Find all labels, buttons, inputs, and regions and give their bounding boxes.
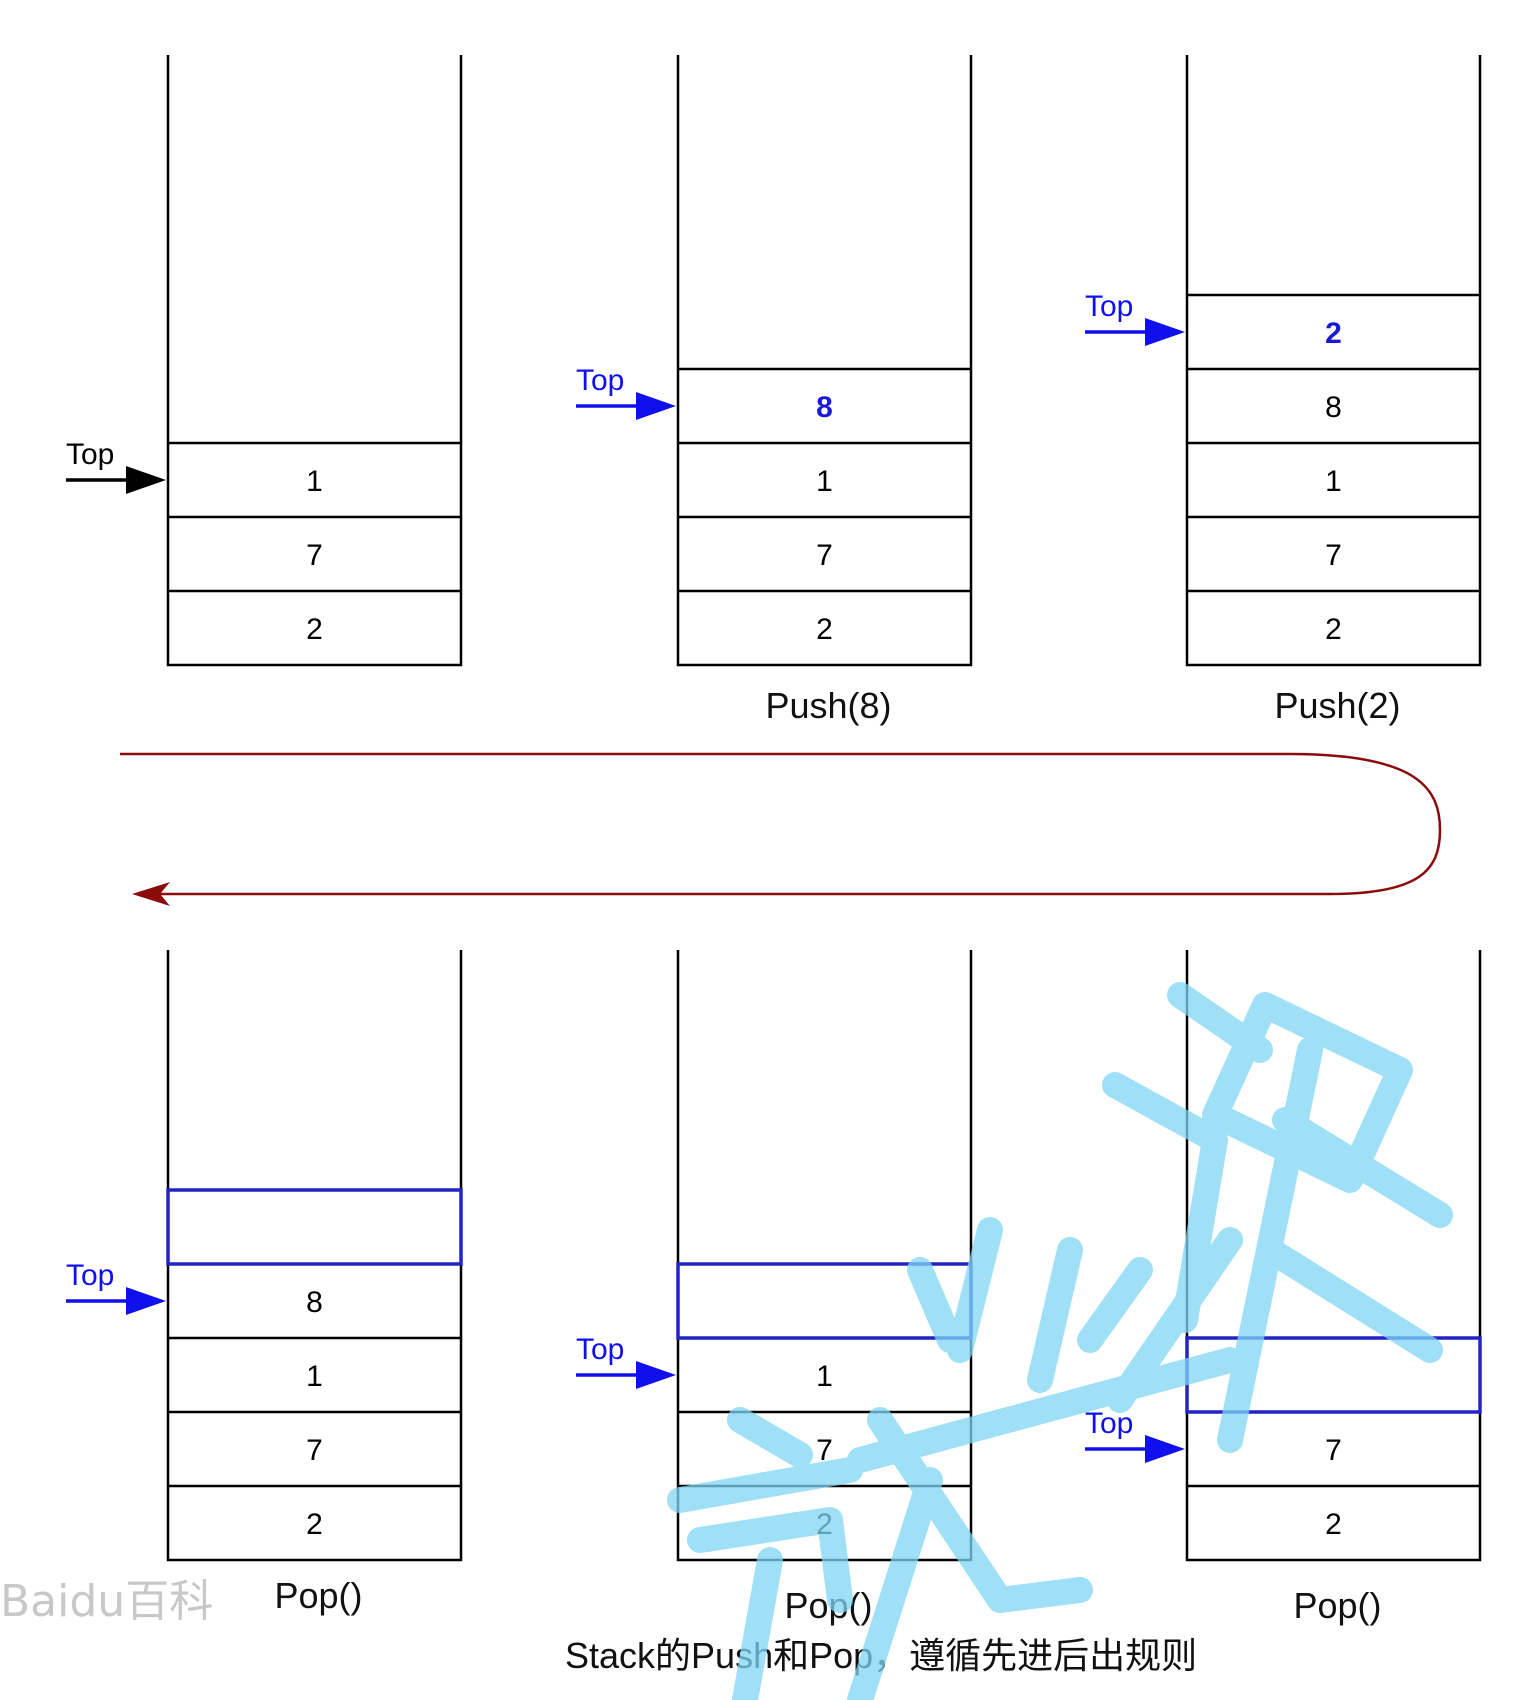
stack-cell-value: 1	[1325, 465, 1342, 498]
stack-container	[166, 950, 463, 1562]
flow-arrowhead	[132, 882, 170, 906]
top-pointer: Top	[576, 1333, 676, 1389]
operation-label: Pop()	[1293, 1585, 1381, 1626]
stack-cell-value: 7	[1325, 539, 1342, 572]
top-pointer-label: Top	[66, 438, 114, 471]
top-pointer-arrowhead-icon	[1145, 1435, 1185, 1463]
top-pointer: Top	[1085, 1407, 1185, 1463]
stack-cell-value: 8	[816, 391, 833, 424]
top-pointer: Top	[66, 1259, 166, 1315]
stack-initial: 1 7 2 Top	[66, 55, 463, 667]
stack-cell-value: 7	[1325, 1434, 1342, 1467]
stack-cell-value: 7	[306, 539, 323, 572]
top-pointer-label: Top	[1085, 1407, 1133, 1440]
top-pointer-arrowhead-icon	[636, 392, 676, 420]
stack-cell-value: 1	[306, 465, 323, 498]
stack-container	[1185, 55, 1482, 667]
baidu-watermark: Baidu百科	[0, 1576, 213, 1627]
stack-cell-value: 1	[816, 465, 833, 498]
stack-cell-value: 2	[816, 613, 833, 646]
top-pointer-label: Top	[66, 1259, 114, 1292]
stack-cell-value: 7	[816, 1434, 833, 1467]
stack-cell-value: 7	[306, 1434, 323, 1467]
stack-container	[166, 55, 463, 667]
stack-cell-value: 1	[306, 1360, 323, 1393]
stacks-layer: 172Top8172TopPush(8)28172TopPush(2)8172T…	[66, 55, 1482, 1626]
overlay-watermark	[667, 982, 1453, 1700]
popped-slot	[166, 1188, 463, 1266]
flow-arrow	[120, 752, 1442, 896]
top-pointer: Top	[1085, 290, 1185, 346]
stack-cell-value: 2	[306, 613, 323, 646]
top-pointer-label: Top	[576, 1333, 624, 1366]
top-pointer-label: Top	[1085, 290, 1133, 323]
top-pointer-arrowhead-icon	[636, 1361, 676, 1389]
stack-cell-value: 2	[1325, 317, 1342, 350]
stack-cell-value: 8	[1325, 391, 1342, 424]
operation-label: Push(2)	[1274, 685, 1400, 726]
top-pointer-label: Top	[576, 364, 624, 397]
stack-cell-value: 2	[1325, 613, 1342, 646]
top-pointer-arrowhead-icon	[1145, 318, 1185, 346]
stack-cell-value: 2	[306, 1508, 323, 1541]
operation-label: Pop()	[274, 1575, 362, 1616]
top-pointer: Top	[576, 364, 676, 420]
stack-cell-value: 7	[816, 539, 833, 572]
top-pointer: Top	[66, 438, 166, 494]
stack-cell-value: 8	[306, 1286, 323, 1319]
operation-label: Push(8)	[765, 685, 891, 726]
stack-cell-value: 1	[816, 1360, 833, 1393]
top-pointer-arrowhead-icon	[126, 466, 166, 494]
top-pointer-arrowhead-icon	[126, 1287, 166, 1315]
stack-cell-value: 2	[1325, 1508, 1342, 1541]
stack-container	[676, 55, 973, 667]
